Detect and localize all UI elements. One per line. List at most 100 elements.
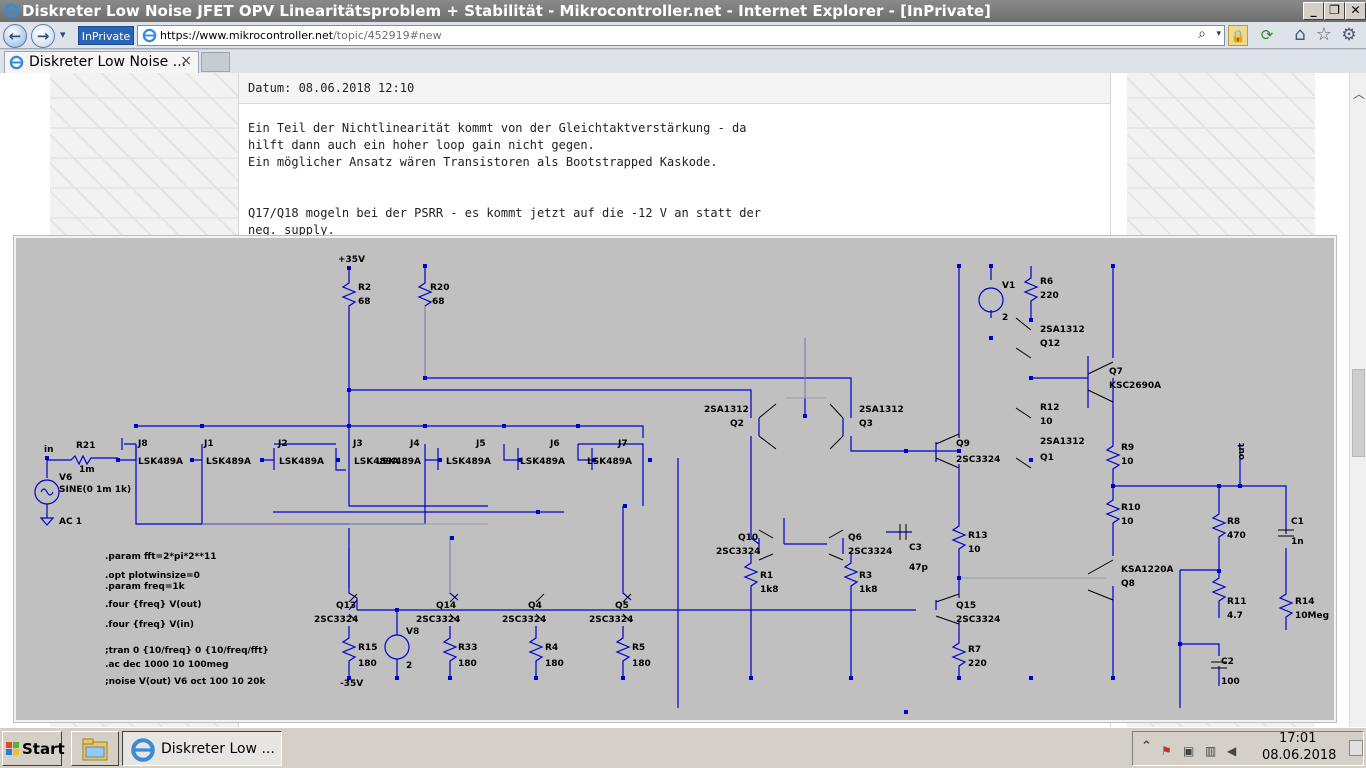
label-j5-type: LSK489A [446, 457, 491, 467]
back-button[interactable]: ← [3, 24, 27, 48]
post-date: Datum: 08.06.2018 12:10 [248, 81, 415, 95]
label-r9: R9 [1121, 443, 1134, 453]
address-dropdown-icon[interactable]: ▾ [1216, 29, 1221, 39]
label-r8v: 470 [1227, 531, 1246, 541]
label-v8: V8 [406, 627, 419, 637]
label-r6v: 220 [1040, 291, 1059, 301]
tools-gear-icon[interactable]: ⚙ [1341, 25, 1357, 45]
usb-device-icon[interactable]: ▣ [1183, 744, 1195, 758]
label-r6: R6 [1040, 277, 1053, 287]
close-window-button[interactable]: ✕ [1345, 2, 1366, 20]
forward-button[interactable]: → [31, 24, 55, 48]
ie-taskbar-button[interactable]: Diskreter Low ... [122, 731, 282, 766]
label-q14t: 2SC3324 [416, 615, 460, 625]
junction-dots [45, 264, 1242, 714]
label-p35: +35V [338, 255, 365, 265]
volume-icon[interactable]: ◀ [1227, 744, 1237, 758]
label-j4-type: LSK489A [376, 457, 421, 467]
url-host: https://www.mikrocontroller.net [160, 29, 334, 42]
favorites-icon[interactable]: ☆ [1315, 24, 1333, 45]
navigation-bar: ← → ▾ InPrivate https://www.mikrocontrol… [0, 22, 1366, 49]
home-icon[interactable]: ⌂ [1294, 24, 1306, 45]
label-r3: R3 [859, 571, 872, 581]
lock-icon[interactable]: 🔒 [1228, 25, 1248, 46]
label-r10v: 10 [1121, 517, 1134, 527]
post-line: Q17/Q18 mogeln bei der PSRR - es kommt j… [248, 206, 761, 220]
label-r7v: 220 [968, 659, 987, 669]
label-r14: R14 [1295, 597, 1314, 607]
label-j3-type: LSK489A [354, 457, 399, 467]
show-hidden-icons-icon[interactable]: ⌃ [1141, 739, 1152, 754]
directive-line: .ac dec 1000 10 100meg [105, 660, 229, 670]
label-j2: J2 [277, 439, 288, 449]
tab-diskreter[interactable]: Diskreter Low Noise ... × [4, 51, 199, 73]
post-header: Datum: 08.06.2018 12:10 [239, 73, 1110, 104]
network-icon[interactable]: ▥ [1205, 744, 1217, 758]
refresh-icon[interactable]: ⟳ [1260, 26, 1274, 44]
label-q13t: 2SC3324 [314, 615, 358, 625]
label-r4v: 180 [545, 659, 564, 669]
label-j3: J3 [352, 439, 363, 449]
clock-date[interactable]: 08.06.2018 [1262, 748, 1337, 763]
label-q9: Q9 [956, 439, 970, 449]
vertical-scrollbar[interactable]: ︿ [1349, 73, 1366, 727]
label-j6-type: LSK489A [520, 457, 565, 467]
clock-time[interactable]: 17:01 [1279, 731, 1317, 746]
label-q12: Q12 [1040, 339, 1060, 349]
label-in: in [44, 445, 54, 455]
show-desktop-button[interactable] [1349, 740, 1363, 756]
post-line: Ein möglicher Ansatz wären Transistoren … [248, 155, 718, 169]
label-q4: Q4 [528, 601, 542, 611]
label-q7: Q7 [1109, 367, 1123, 377]
label-q8: Q8 [1121, 579, 1135, 589]
label-j5: J5 [475, 439, 486, 449]
history-dropdown-icon[interactable]: ▾ [60, 28, 66, 41]
directive-line: .four {freq} V(in) [105, 620, 194, 630]
label-j7-type: LSK489A [587, 457, 632, 467]
label-v6v: SINE(0 1m 1k) [59, 485, 131, 495]
search-icon[interactable]: ⌕ [1198, 26, 1206, 42]
label-r5v: 180 [632, 659, 651, 669]
explorer-taskbar-button[interactable] [71, 731, 119, 766]
label-r8: R8 [1227, 517, 1240, 527]
tab-close-icon[interactable]: × [180, 53, 192, 69]
url-path: /topic/452919#new [333, 29, 442, 42]
minimize-button[interactable]: _ [1303, 2, 1324, 20]
label-q9t: 2SC3324 [956, 455, 1000, 465]
tab-ie-icon [9, 55, 24, 70]
label-v6: V6 [59, 473, 72, 483]
restore-button[interactable]: ❐ [1324, 2, 1345, 20]
directive-line: .param fft=2*pi*2**11 [105, 552, 217, 562]
label-q2t: 2SA1312 [704, 405, 749, 415]
label-j2-type: LSK489A [279, 457, 324, 467]
label-q6: Q6 [848, 533, 862, 543]
schematic-svg: +35V R2 68 R20 68 in R21 1m V6 SINE(0 1m… [34, 255, 1329, 714]
label-r9v: 10 [1121, 457, 1134, 467]
label-q5t: 2SC3324 [589, 615, 633, 625]
system-tray: ⌃ ⚑ ▣ ▥ ◀ [1132, 731, 1364, 766]
tab-label: Diskreter Low Noise ... [29, 54, 187, 70]
label-q10t: 2SC3324 [716, 547, 760, 557]
action-center-icon[interactable]: ⚑ [1161, 744, 1172, 758]
window-title: Diskreter Low Noise JFET OPV Linearitäts… [22, 2, 991, 20]
label-v8v: 2 [406, 661, 412, 671]
new-tab-button[interactable] [201, 52, 230, 72]
ie-app-icon [4, 3, 19, 18]
inprivate-badge[interactable]: InPrivate [78, 26, 134, 45]
schematic-image: +35V R2 68 R20 68 in R21 1m V6 SINE(0 1m… [14, 236, 1336, 722]
address-bar[interactable]: https://www.mikrocontroller.net/topic/45… [137, 25, 1225, 46]
label-r2v: 68 [358, 297, 371, 307]
scroll-thumb[interactable] [1352, 369, 1365, 457]
label-j1: J1 [203, 439, 214, 449]
label-r3v: 1k8 [859, 585, 878, 595]
start-label: Start [22, 740, 65, 758]
label-q15t: 2SC3324 [956, 615, 1000, 625]
scroll-up-icon[interactable]: ︿ [1353, 87, 1366, 101]
label-c1v: 1n [1291, 537, 1304, 547]
label-m35: -35V [340, 679, 363, 689]
title-bar: Diskreter Low Noise JFET OPV Linearitäts… [0, 0, 1366, 22]
start-button[interactable]: Start [2, 731, 65, 766]
url-text[interactable]: https://www.mikrocontroller.net/topic/45… [160, 29, 442, 42]
ie-task-icon [131, 738, 155, 762]
label-v6ac: AC 1 [59, 517, 82, 527]
